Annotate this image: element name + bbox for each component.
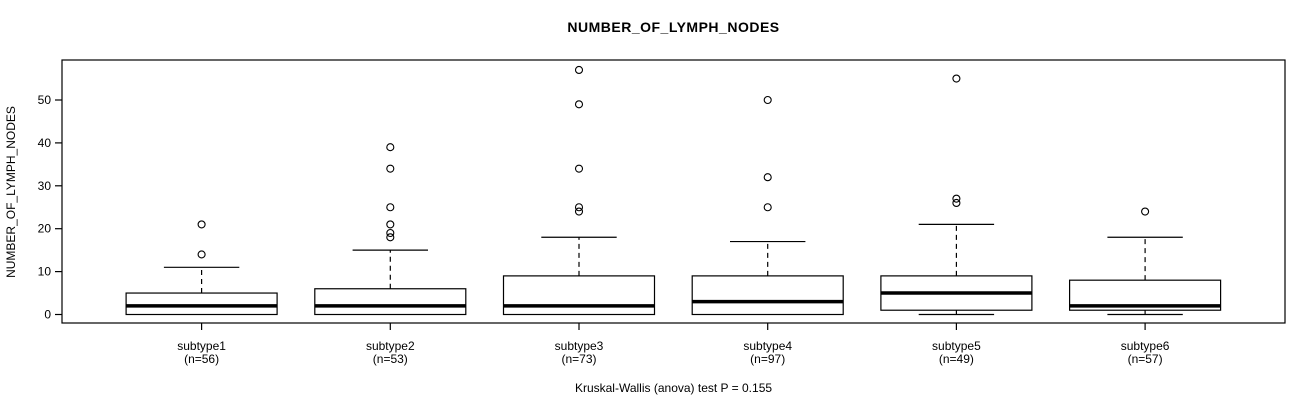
outlier-point (952, 194, 961, 203)
outlier-point (1141, 207, 1150, 216)
outlier-point (574, 164, 584, 173)
outlier-point (386, 220, 395, 229)
x-label-n: (n=97) (750, 352, 785, 366)
outlier-point (197, 250, 206, 259)
x-label-n: (n=53) (373, 352, 408, 366)
box-subtype3 (502, 275, 656, 316)
y-tick-label: 10 (38, 265, 52, 279)
chart-title: NUMBER_OF_LYMPH_NODES (567, 19, 780, 35)
box-subtype1 (125, 292, 278, 316)
outlier-point (386, 228, 395, 238)
outlier-point (386, 164, 395, 173)
outlier-point (574, 65, 584, 75)
x-label: subtype6 (1121, 339, 1170, 353)
outlier-point (574, 207, 584, 216)
x-label-n: (n=56) (184, 352, 219, 366)
y-tick-label: 40 (38, 136, 52, 150)
outlier-point (763, 173, 772, 182)
x-label: subtype1 (177, 339, 226, 353)
outlier-point (574, 100, 584, 109)
y-tick-label: 50 (38, 93, 52, 107)
y-tick-label: 20 (38, 222, 52, 236)
outlier-point (952, 198, 961, 208)
box-subtype4 (691, 275, 844, 316)
outlier-point (763, 95, 772, 105)
x-label: subtype2 (366, 339, 415, 353)
outlier-point (386, 233, 395, 242)
outlier-point (763, 203, 772, 212)
y-tick-label: 30 (38, 179, 52, 193)
x-label-n: (n=57) (1128, 352, 1163, 366)
x-label: subtype5 (932, 339, 981, 353)
x-label: subtype4 (743, 339, 792, 353)
x-label-n: (n=73) (561, 352, 596, 366)
outlier-point (952, 74, 961, 83)
y-tick-label: 0 (44, 308, 51, 322)
x-label: subtype3 (555, 339, 604, 353)
outlier-point (386, 143, 395, 152)
outlier-point (197, 220, 206, 229)
box-subtype2 (314, 288, 467, 316)
x-label-n: (n=49) (939, 352, 974, 366)
outlier-point (386, 203, 395, 212)
plot-frame (61, 59, 1286, 324)
stats-caption: Kruskal-Wallis (anova) test P = 0.155 (574, 381, 773, 395)
outlier-point (574, 203, 584, 212)
